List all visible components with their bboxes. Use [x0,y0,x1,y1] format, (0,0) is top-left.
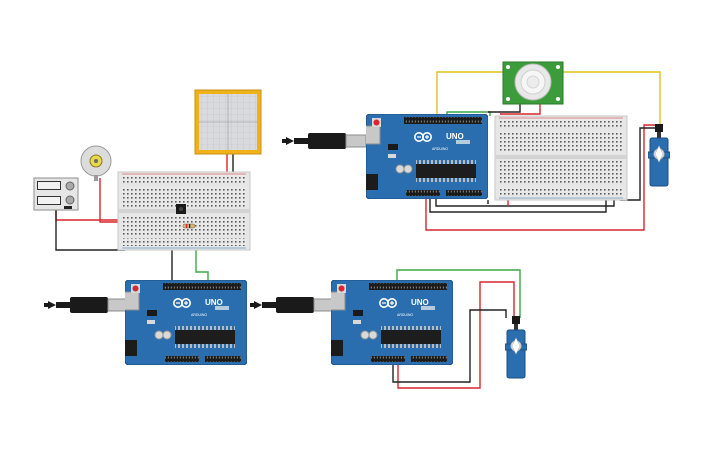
wire-yellow [436,71,505,118]
usb-cable-icon [44,295,129,315]
servo-motor-icon[interactable] [648,124,670,187]
board-sub-label: ARDUINO [397,313,413,317]
wire-yellow [560,71,661,125]
wires-bottom-right-circuit [392,269,521,389]
board-sub-label: ARDUINO [191,313,207,317]
lcd-screen-icon[interactable] [194,89,262,155]
wire-black [620,127,655,201]
power-supply-icon[interactable] [33,177,79,211]
servo-motor-icon[interactable] [505,316,527,379]
pir-sensor-icon[interactable] [502,61,564,105]
usb-cable-icon [250,295,335,315]
wire-black [488,104,521,113]
arduino-uno-icon[interactable]: UNO ARDUINO [323,280,453,365]
breadboard-left[interactable] [117,171,251,251]
wire-black [429,190,607,213]
wire-red [500,104,541,115]
resistor-icon[interactable] [182,223,196,229]
arduino-uno-icon[interactable]: UNO ARDUINO [358,114,488,199]
wire-red [397,281,515,389]
board-brand-label: UNO [205,298,223,307]
board-brand-label: UNO [446,132,464,141]
wire-green [396,269,521,318]
usb-cable-icon [282,131,367,151]
board-sub-label: ARDUINO [432,147,448,151]
breadboard-right[interactable] [494,115,628,201]
dc-motor-icon[interactable] [80,145,112,181]
arduino-uno-icon[interactable]: UNO ARDUINO [117,280,247,365]
wire-black [55,208,125,251]
wire-black [392,309,507,383]
board-brand-label: UNO [411,298,429,307]
transistor-icon[interactable] [176,204,186,214]
wire-red [425,124,655,231]
